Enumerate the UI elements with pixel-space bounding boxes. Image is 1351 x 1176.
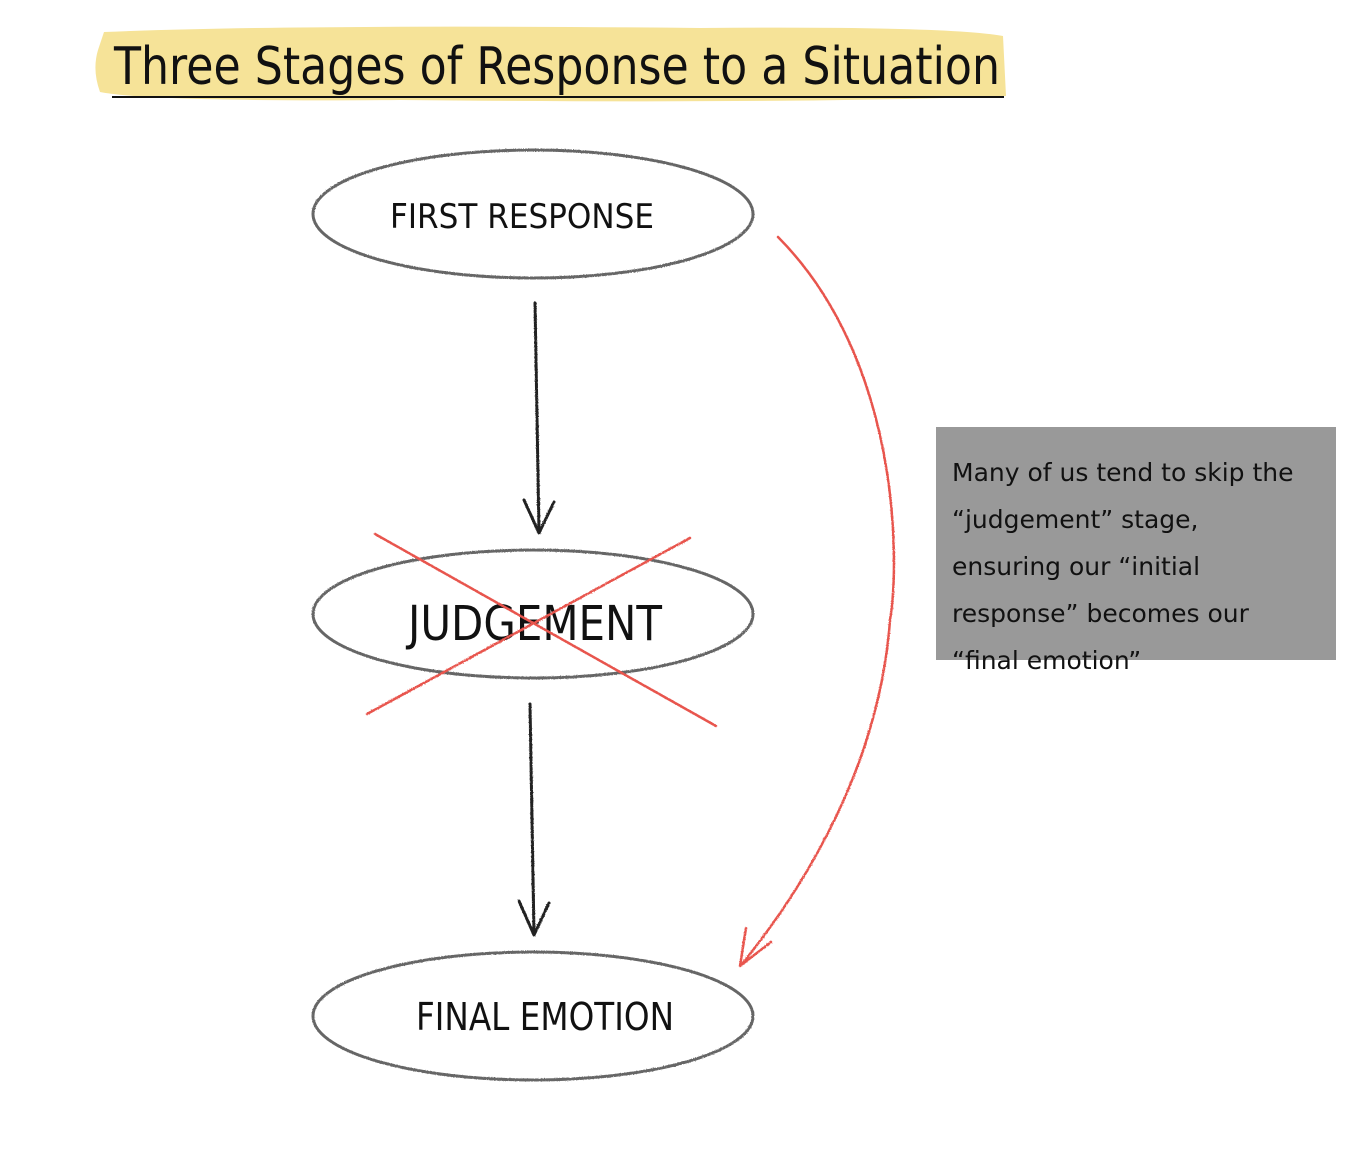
title-highlight (95, 26, 1006, 102)
skip-arrow (738, 235, 896, 968)
note-box: Many of us tend to skip the “judgement” … (936, 427, 1336, 675)
note-text: Many of us tend to skip the “judgement” … (952, 458, 1294, 675)
first-response-label: FIRST RESPONSE (390, 197, 654, 237)
final-emotion-label: FINAL EMOTION (416, 995, 674, 1039)
diagram-title: Three Stages of Response to a Situation (113, 37, 1000, 97)
judgement-node (311, 548, 755, 680)
arrow-judgement-to-final (517, 702, 551, 937)
arrow-first-to-judgement (522, 301, 556, 535)
first-response-node (311, 148, 755, 280)
final-emotion-node (311, 950, 755, 1082)
judgement-cross-out (365, 532, 718, 728)
